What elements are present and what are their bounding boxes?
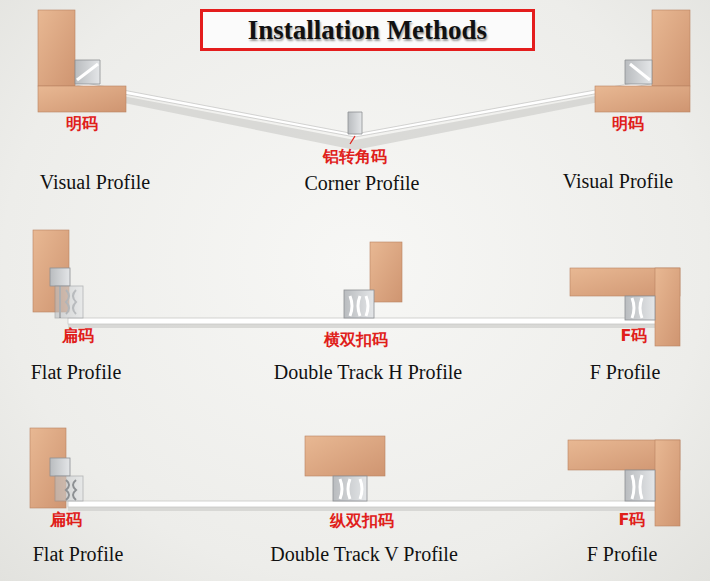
row-one-figure <box>38 10 690 150</box>
chinese-part-name: 纵双扣码 <box>330 511 394 532</box>
profile-caption: F Profile <box>587 543 658 566</box>
profile-caption: Flat Profile <box>31 361 122 384</box>
profile-caption: Flat Profile <box>33 543 124 566</box>
title-box: Installation Methods <box>200 9 535 51</box>
chinese-part-name: 扁码 <box>50 510 82 531</box>
chinese-part-name: F码 <box>619 510 646 531</box>
profile-caption: Double Track H Profile <box>274 361 462 384</box>
profile-caption: Visual Profile <box>563 170 673 193</box>
profile-caption: Visual Profile <box>40 171 150 194</box>
row-two-figure <box>33 230 680 346</box>
profile-caption: Corner Profile <box>305 172 420 195</box>
profile-caption: F Profile <box>590 361 661 384</box>
chinese-part-name: F码 <box>621 326 648 347</box>
chinese-part-name: 明码 <box>66 114 98 135</box>
chinese-part-name: 横双扣码 <box>324 330 388 351</box>
profile-caption: Double Track V Profile <box>270 543 458 566</box>
chinese-part-name: 明码 <box>612 114 644 135</box>
title-text: Installation Methods <box>248 15 487 46</box>
chinese-part-name: 扁码 <box>62 326 94 347</box>
chinese-part-name: 铝转角码 <box>323 147 387 168</box>
